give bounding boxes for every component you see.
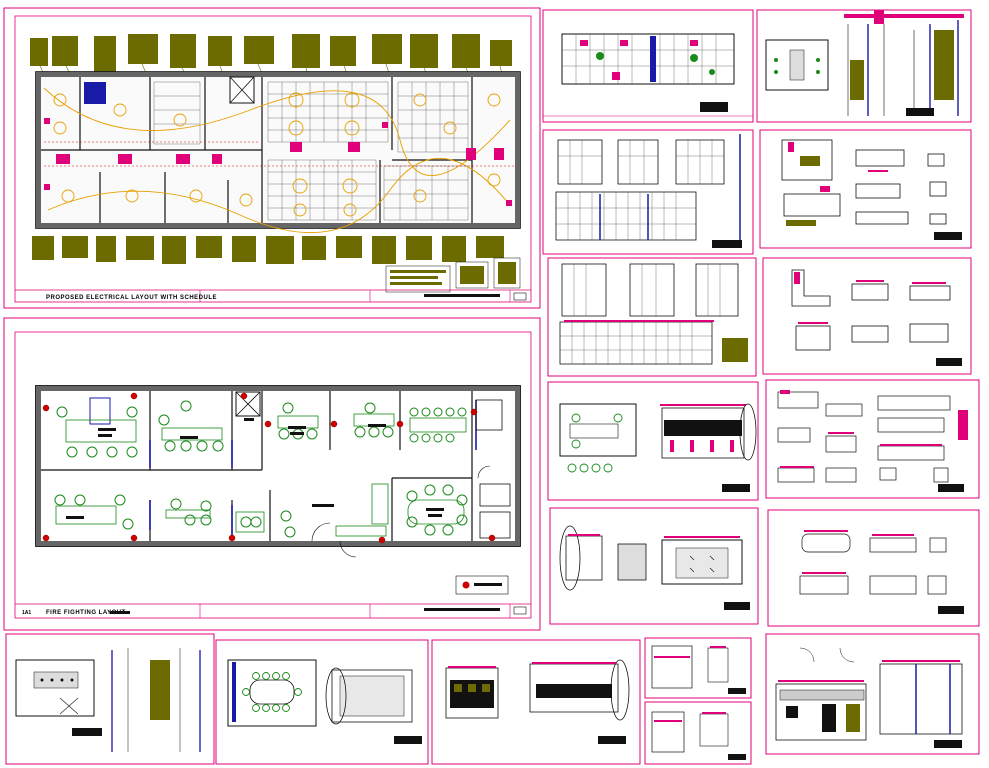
room-tags xyxy=(66,418,444,519)
electrical-layout-sheet: PROPOSED ELECTRICAL LAYOUT WITH SCHEDULE xyxy=(3,7,541,309)
top-notes xyxy=(30,34,512,72)
fire-legend xyxy=(455,575,509,595)
electrical-legend xyxy=(385,257,521,293)
ceiling-grids xyxy=(153,81,469,221)
sheet-ceiling-detail xyxy=(5,633,215,765)
fire-title-block: 1A1 FIRE FIGHTING LAYOUT xyxy=(15,603,531,618)
electrical-title-block: PROPOSED ELECTRICAL LAYOUT WITH SCHEDULE xyxy=(15,289,531,302)
electrical-floor-plan xyxy=(35,71,521,233)
fire-fighting-sheet: 1A1 FIRE FIGHTING LAYOUT xyxy=(3,317,541,631)
fire-staircase-core xyxy=(89,391,511,539)
sheet-conference-room xyxy=(215,639,429,765)
sheet-joinery-details xyxy=(765,379,980,499)
electrical-outlets xyxy=(44,118,512,206)
sheet-reception-elevation xyxy=(765,633,980,755)
sheet-small-details-bottom xyxy=(644,701,752,765)
sheet-cabinet-elevation xyxy=(431,639,641,765)
sheet-table-details xyxy=(767,509,980,627)
sheet-toilet-elevations xyxy=(542,129,754,255)
fire-floor-plan xyxy=(35,385,521,558)
fire-extinguisher-markers xyxy=(42,392,496,544)
sheet-small-details-top xyxy=(644,637,752,699)
sheet-counter-details xyxy=(759,129,972,249)
desks-and-tables xyxy=(55,413,467,537)
staircase-core xyxy=(84,76,255,104)
sheet-workstation-details xyxy=(547,381,759,501)
sheet-wall-elevations xyxy=(547,257,757,377)
fire-sheet-title: FIRE FIGHTING LAYOUT xyxy=(46,610,126,616)
sheet-pantry-details xyxy=(549,507,759,625)
bottom-notes xyxy=(32,236,504,264)
sheet-reception-details xyxy=(762,257,972,375)
light-fixtures xyxy=(43,87,511,233)
sheet-elevation-1 xyxy=(542,9,754,123)
electrical-sheet-title: PROPOSED ELECTRICAL LAYOUT WITH SCHEDULE xyxy=(46,295,217,301)
workstation-chairs xyxy=(54,400,468,538)
fire-sheet-number: 1A1 xyxy=(22,610,31,616)
door-swings xyxy=(311,465,491,558)
sheet-elevation-2 xyxy=(756,9,972,123)
